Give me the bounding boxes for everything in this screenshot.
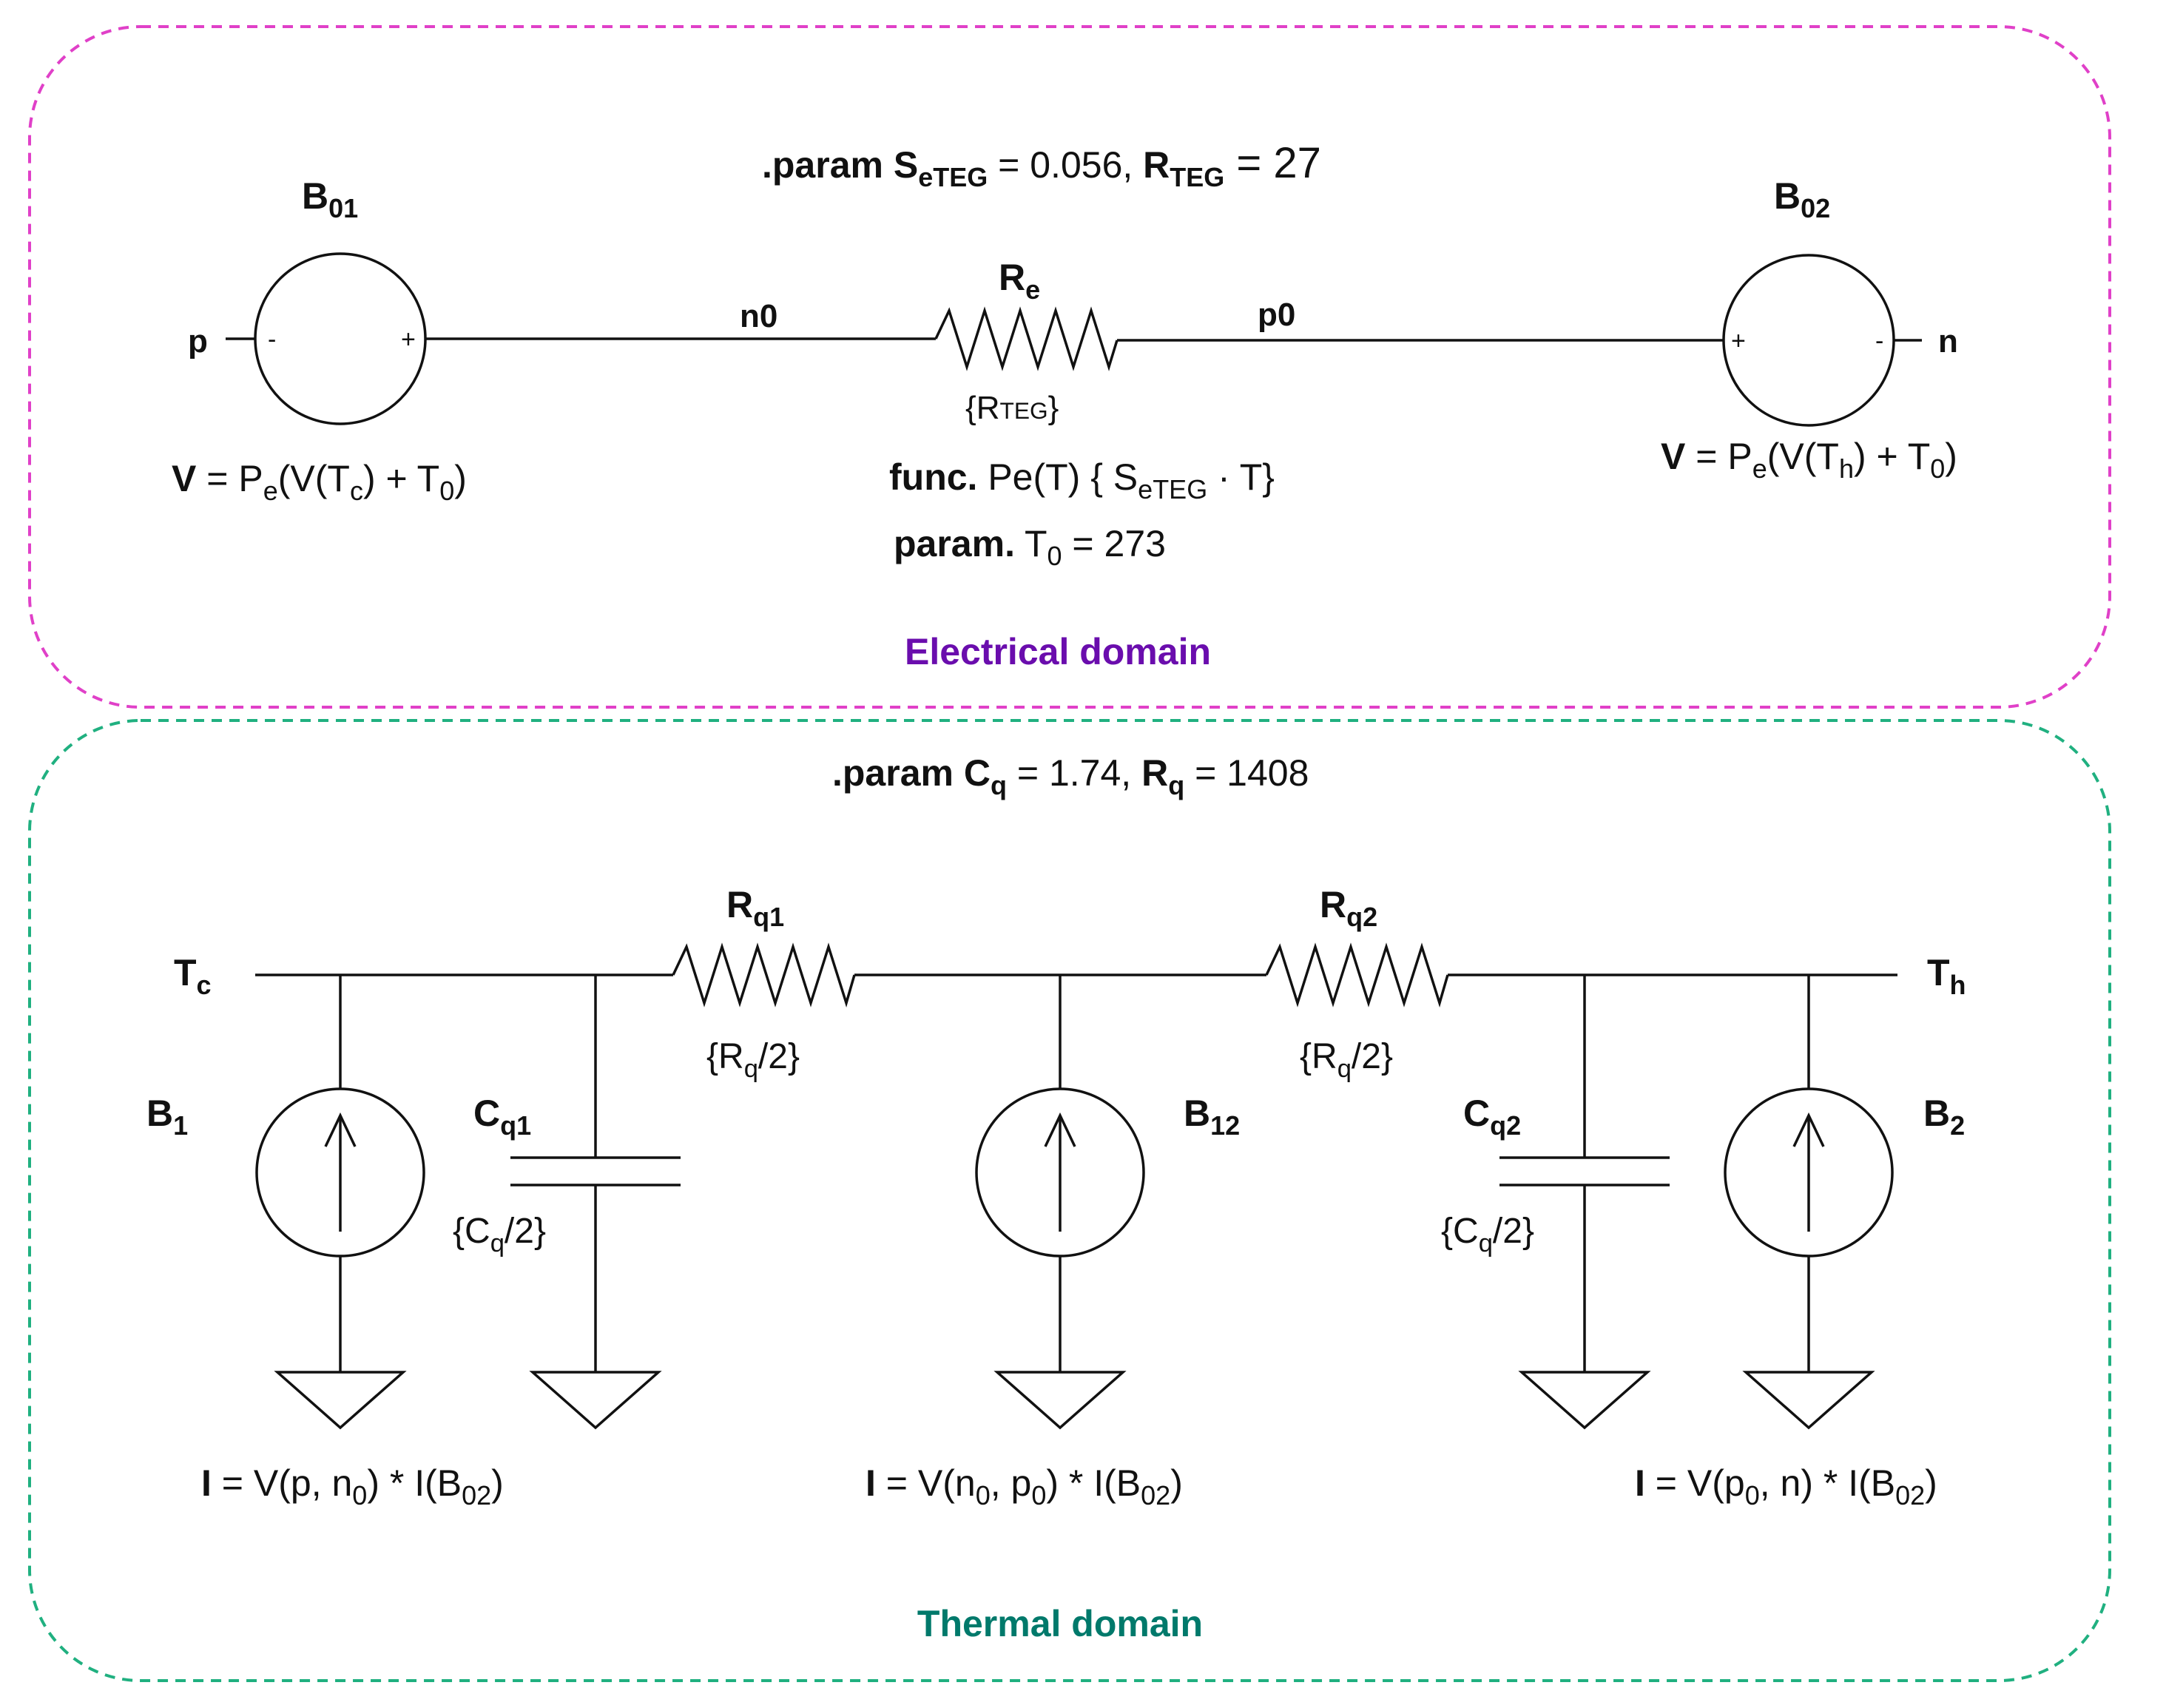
electrical-param-line: .param SeTEG = 0.056, RTEG = 27	[762, 139, 1321, 192]
thermal-param-line: .param Cq = 1.74, Rq = 1408	[832, 752, 1309, 800]
terminal-p-label: p	[188, 323, 208, 360]
source-b01-symbol	[254, 252, 427, 425]
b2-current-equation: I = V(p0, n) * I(B02)	[1635, 1462, 1937, 1510]
b2-arrow-head	[1792, 1112, 1825, 1147]
source-b1-label: B1	[146, 1093, 188, 1141]
node-n0-label: n0	[740, 298, 777, 334]
resistor-re-value: {RTEG}	[965, 390, 1059, 426]
param-t0-definition: param. T0 = 273	[894, 523, 1166, 571]
cq1-ground-icon	[529, 1371, 662, 1430]
thermal-domain-label: Thermal domain	[917, 1603, 1203, 1644]
b1-arrow-head	[324, 1112, 357, 1147]
electrical-domain-label: Electrical domain	[905, 631, 1211, 672]
b01-minus-mark: -	[268, 325, 276, 354]
capacitor-cq2-value: {Cq/2}	[1441, 1212, 1534, 1258]
resistor-re-label: Re	[999, 257, 1040, 305]
b01-voltage-equation: V = Pe(V(Tc) + T0)	[172, 458, 467, 506]
b12-current-equation: I = V(n0, p0) * I(B02)	[866, 1462, 1183, 1510]
b2-ground-icon	[1742, 1371, 1875, 1430]
resistor-rq2-value: {Rq/2}	[1300, 1037, 1393, 1083]
resistor-rq2-symbol	[1265, 942, 1449, 1008]
node-p0-label: p0	[1258, 297, 1295, 333]
source-b2-label: B2	[1923, 1093, 1965, 1141]
b12-arrow-head	[1044, 1112, 1076, 1147]
resistor-rq1-value: {Rq/2}	[706, 1037, 800, 1083]
capacitor-cq1-label: Cq1	[473, 1093, 531, 1141]
source-b01-label: B01	[302, 175, 358, 223]
resistor-re-symbol	[934, 306, 1119, 371]
b02-voltage-equation: V = Pe(V(Th) + T0)	[1661, 436, 1957, 484]
capacitor-cq1-value: {Cq/2}	[453, 1212, 546, 1258]
thermal-domain-border	[28, 719, 2111, 1682]
node-th-label: Th	[1927, 952, 1966, 1000]
b1-ground-icon	[274, 1371, 407, 1430]
source-b02-symbol	[1722, 254, 1895, 427]
electrical-domain-border	[28, 25, 2111, 709]
cq2-ground-icon	[1518, 1371, 1651, 1430]
source-b12-label: B12	[1184, 1093, 1240, 1141]
b02-minus-mark: -	[1875, 327, 1883, 355]
b02-plus-mark: +	[1731, 327, 1746, 355]
terminal-n-label: n	[1938, 323, 1958, 360]
resistor-rq2-label: Rq2	[1320, 884, 1377, 932]
resistor-rq1-symbol	[672, 942, 856, 1008]
capacitor-cq2-label: Cq2	[1463, 1093, 1521, 1141]
source-b02-label: B02	[1774, 175, 1830, 223]
b1-current-equation: I = V(p, n0) * I(B02)	[201, 1462, 504, 1510]
resistor-rq1-label: Rq1	[726, 884, 784, 932]
node-tc-label: Tc	[174, 952, 212, 1000]
func-definition: func. Pe(T) { SeTEG · T}	[889, 456, 1275, 504]
b12-ground-icon	[993, 1371, 1127, 1430]
b01-plus-mark: +	[401, 325, 416, 354]
